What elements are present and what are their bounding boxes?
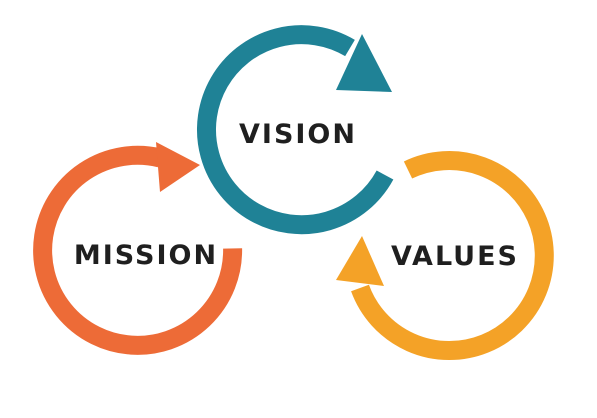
vision-cycle: VISION [197,25,394,235]
vision-label: VISION [239,119,357,150]
mission-label: MISSION [74,240,218,271]
mission-cycle: MISSION [33,142,243,355]
mission-cycle-ring [33,145,243,355]
vision-cycle-ring [197,25,394,235]
vision-cycle-arrowhead [336,34,392,92]
values-cycle-ring [351,151,554,360]
values-label: VALUES [391,241,519,272]
mission-cycle-arrowhead [156,142,200,192]
values-cycle: VALUES [336,151,554,360]
values-cycle-arrowhead [336,236,384,286]
